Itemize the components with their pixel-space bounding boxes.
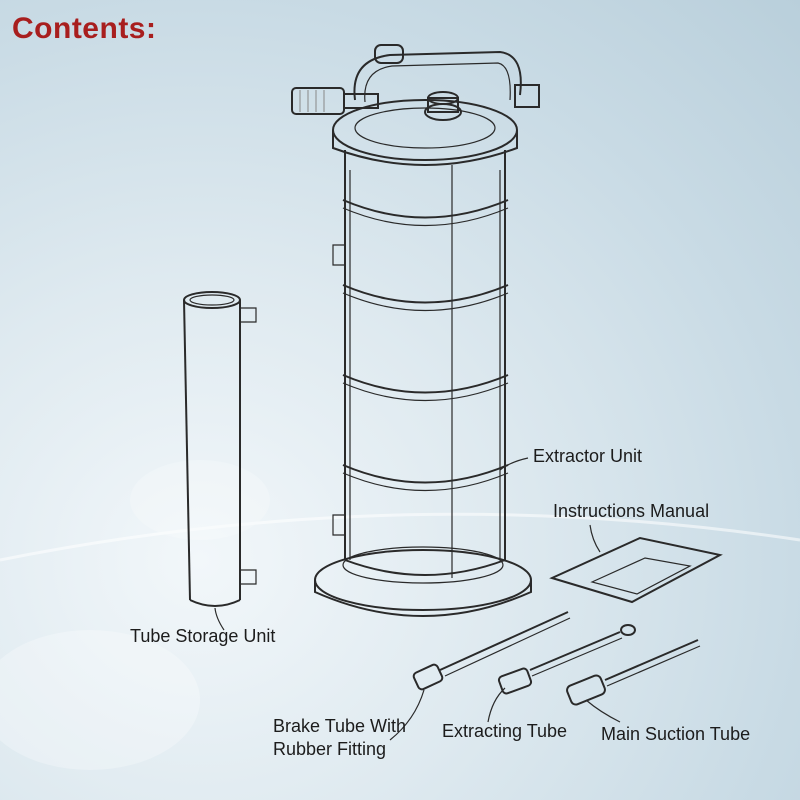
tube-storage-unit-illustration <box>183 291 257 607</box>
leader-lines <box>214 457 621 741</box>
background-glow <box>0 460 800 770</box>
label-extractor-unit: Extractor Unit <box>533 446 643 466</box>
label-extracting-tube: Extracting Tube <box>442 721 568 741</box>
label-instructions-manual: Instructions Manual <box>553 501 710 521</box>
extractor-unit-illustration <box>291 44 540 617</box>
label-tube-storage-unit: Tube Storage Unit <box>130 626 276 646</box>
brake-tube-illustration <box>412 611 571 691</box>
instructions-manual-illustration <box>549 536 723 604</box>
label-brake-tube-line2: Rubber Fitting <box>273 739 387 759</box>
extracting-tube-illustration <box>497 624 636 695</box>
main-suction-tube-illustration <box>566 639 701 706</box>
label-main-suction-tube: Main Suction Tube <box>601 724 751 744</box>
label-brake-tube-line1: Brake Tube With <box>273 716 407 736</box>
page-title: Contents: <box>12 12 157 45</box>
